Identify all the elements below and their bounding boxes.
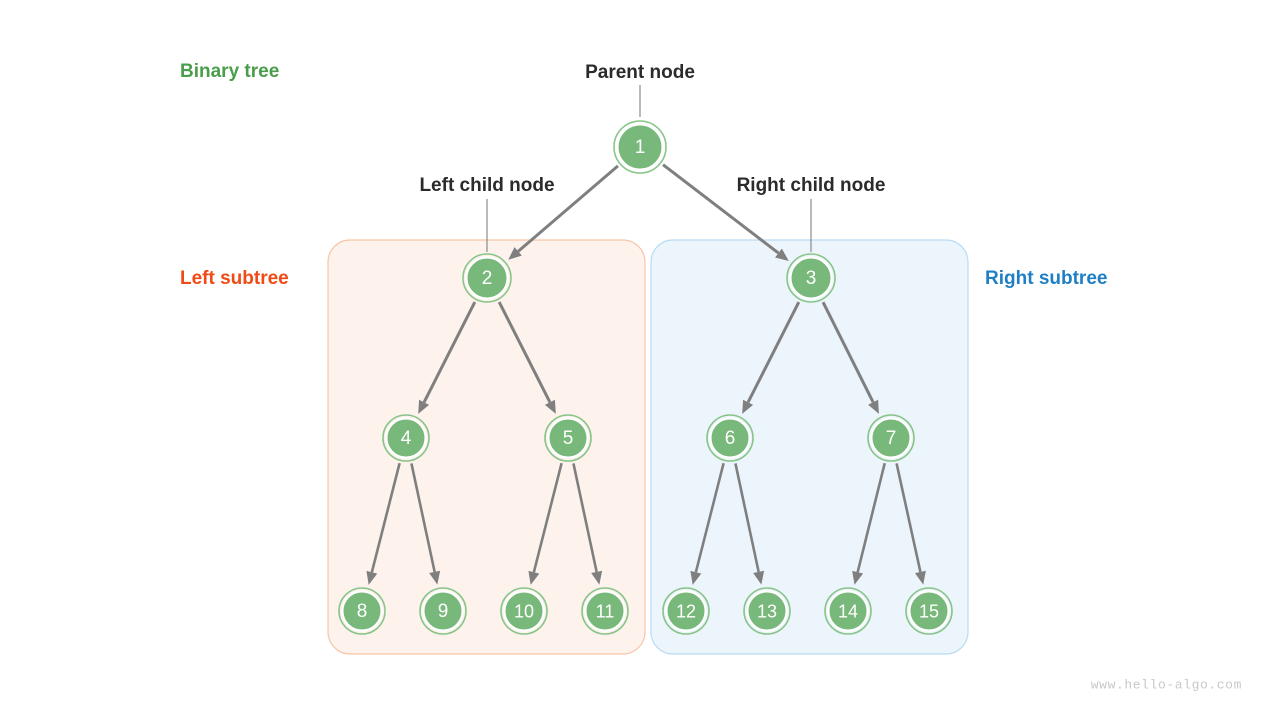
tree-node-8[interactable]: 8 — [338, 587, 386, 635]
node-circle — [547, 417, 589, 459]
node-outer-ring — [905, 587, 953, 635]
node-outer-ring — [544, 414, 592, 462]
annotation-right-child-node: Right child node — [737, 175, 886, 196]
tree-edge-n1-n2 — [508, 164, 619, 260]
tree-node-3[interactable]: 3 — [786, 253, 836, 303]
node-circle — [584, 590, 626, 632]
tree-edge-n5-n11 — [572, 463, 603, 585]
tree-edge-n2-n5 — [497, 301, 556, 414]
node-outer-ring — [706, 414, 754, 462]
tree-node-9[interactable]: 9 — [419, 587, 467, 635]
tree-node-6[interactable]: 6 — [706, 414, 754, 462]
tree-edge-n2-n4 — [418, 301, 477, 414]
node-circle — [908, 590, 950, 632]
tree-edge-n7-n14 — [852, 462, 886, 585]
tree-node-1[interactable]: 1 — [613, 120, 667, 174]
node-outer-ring — [419, 587, 467, 635]
tree-node-10[interactable]: 10 — [500, 587, 548, 635]
annotation-left-child-node: Left child node — [419, 175, 554, 196]
node-value-label: 10 — [514, 602, 534, 622]
tree-node-5[interactable]: 5 — [544, 414, 592, 462]
node-circle — [503, 590, 545, 632]
node-outer-ring — [662, 587, 710, 635]
node-value-label: 12 — [676, 602, 696, 622]
page-title: Binary tree — [180, 61, 279, 82]
label-left-subtree: Left subtree — [180, 268, 289, 289]
tree-node-11[interactable]: 11 — [581, 587, 629, 635]
subtree-boxes-layer — [327, 239, 969, 655]
node-circle — [465, 256, 509, 300]
node-value-label: 7 — [886, 428, 897, 449]
tree-node-13[interactable]: 13 — [743, 587, 791, 635]
tree-node-12[interactable]: 12 — [662, 587, 710, 635]
tree-node-15[interactable]: 15 — [905, 587, 953, 635]
tree-edge-n4-n8 — [366, 462, 401, 585]
node-value-label: 11 — [596, 602, 615, 622]
node-value-label: 3 — [806, 268, 817, 289]
node-value-label: 1 — [635, 137, 646, 158]
right-subtree-box — [650, 239, 969, 655]
label-right-subtree: Right subtree — [985, 268, 1107, 289]
node-outer-ring — [500, 587, 548, 635]
tree-node-2[interactable]: 2 — [462, 253, 512, 303]
watermark: www.hello-algo.com — [1091, 677, 1242, 692]
node-circle — [870, 417, 912, 459]
node-circle — [385, 417, 427, 459]
node-circle — [789, 256, 833, 300]
node-circle — [616, 123, 664, 171]
tree-node-7[interactable]: 7 — [867, 414, 915, 462]
node-outer-ring — [581, 587, 629, 635]
node-value-label: 4 — [401, 428, 412, 449]
node-outer-ring — [743, 587, 791, 635]
tree-edge-n6-n12 — [690, 462, 725, 585]
node-value-label: 9 — [438, 601, 449, 622]
node-value-label: 8 — [357, 601, 368, 622]
node-value-label: 6 — [725, 428, 736, 449]
node-outer-ring — [786, 253, 836, 303]
node-value-label: 14 — [838, 602, 858, 622]
node-outer-ring — [382, 414, 430, 462]
node-circle — [665, 590, 707, 632]
node-value-label: 2 — [482, 268, 493, 289]
tree-node-4[interactable]: 4 — [382, 414, 430, 462]
node-value-label: 13 — [757, 602, 777, 622]
tree-edges-layer — [366, 163, 926, 585]
node-circle — [422, 590, 464, 632]
node-outer-ring — [867, 414, 915, 462]
node-outer-ring — [613, 120, 667, 174]
tree-edge-n4-n9 — [410, 463, 441, 585]
tree-edge-n7-n15 — [895, 463, 926, 585]
tree-edge-n1-n3 — [662, 163, 789, 261]
tree-edge-n3-n6 — [742, 301, 801, 414]
node-circle — [746, 590, 788, 632]
tree-node-14[interactable]: 14 — [824, 587, 872, 635]
node-outer-ring — [462, 253, 512, 303]
node-outer-ring — [338, 587, 386, 635]
node-circle — [341, 590, 383, 632]
tree-edge-n6-n13 — [734, 463, 765, 585]
node-circle — [827, 590, 869, 632]
annotation-parent-node: Parent node — [585, 62, 695, 83]
node-outer-ring — [824, 587, 872, 635]
leader-lines-layer — [486, 85, 812, 252]
node-circle — [709, 417, 751, 459]
node-value-label: 5 — [563, 428, 574, 449]
node-value-label: 15 — [919, 602, 939, 622]
tree-edge-n5-n10 — [528, 462, 563, 585]
tree-edge-n3-n7 — [821, 301, 879, 414]
